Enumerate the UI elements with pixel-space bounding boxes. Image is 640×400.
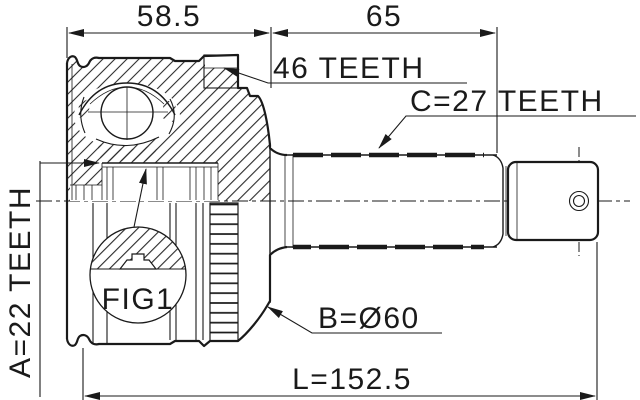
inner-spline-teeth-text: A=22 TEETH <box>4 186 37 378</box>
spline-tooth-profile <box>118 253 158 270</box>
pin-hole-outer <box>568 190 590 212</box>
bore-cutout <box>102 163 218 201</box>
shaft <box>284 152 600 250</box>
inner-race-section <box>96 137 159 161</box>
pin-hole-inner <box>572 194 586 208</box>
stub-end <box>506 160 600 242</box>
diameter-leader <box>267 306 442 334</box>
joint-housing-section <box>65 53 288 348</box>
abs-ring-teeth-text: 46 TEETH <box>273 52 425 85</box>
dim-width-left-text: 58.5 <box>137 0 201 33</box>
cage-arc-right <box>168 98 175 135</box>
housing-outline-bottom <box>65 245 288 348</box>
detail-content <box>90 227 186 270</box>
abs-ring-leader <box>223 67 467 84</box>
dimensions: 58.5 65 L=152.5 <box>66 0 598 400</box>
detail-leader <box>133 168 147 228</box>
dim-width-right-text: 65 <box>366 0 402 33</box>
callouts: 46 TEETH C=27 TEETH B=Ø60 A=22 TEETH <box>4 52 636 397</box>
stub-neck-profile <box>492 154 504 248</box>
bearing-internals <box>78 82 176 161</box>
cage-arc-left <box>80 96 86 134</box>
abs-ring <box>203 54 239 342</box>
inner-race-arc <box>95 136 160 147</box>
shaft-spline-teeth-text: C=27 TEETH <box>410 85 604 118</box>
inner-spline-bore <box>70 162 219 200</box>
rear-pocket-cutout <box>70 185 102 201</box>
shaft-spline-leader <box>378 115 636 149</box>
ring-top-cutout <box>205 56 237 68</box>
abs-ring-teeth-band <box>209 202 239 342</box>
outer-diameter-text: B=Ø60 <box>318 302 420 335</box>
detail-figure-label: FIG1 <box>102 283 175 316</box>
detail-bubble: FIG1 <box>89 168 187 324</box>
overall-length-text: L=152.5 <box>292 363 412 396</box>
